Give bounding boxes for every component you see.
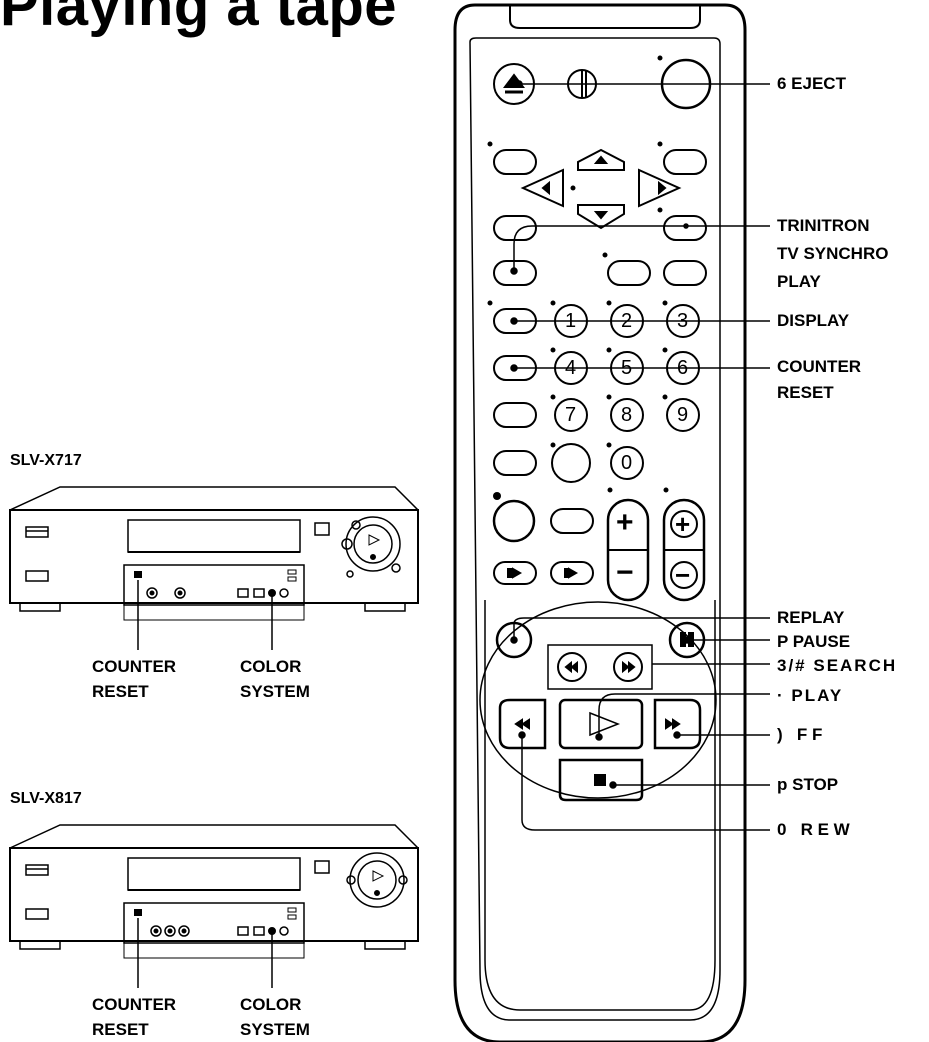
search-label: 3/# SEARCH — [777, 656, 898, 675]
vcr-slv-x717 — [9, 486, 419, 650]
page-title: Playing a tape — [0, 0, 398, 38]
key-1-label: 1 — [565, 310, 577, 332]
search-buttons[interactable] — [547, 644, 653, 690]
model-name-2: SLV-X817 — [10, 790, 82, 807]
power-button[interactable] — [657, 55, 712, 110]
trinitron-sync-button[interactable] — [493, 260, 537, 286]
cursor-left-button[interactable] — [520, 168, 564, 208]
display-button[interactable] — [487, 300, 537, 334]
eject-label: 6 EJECT — [777, 74, 846, 93]
key-2-label: 2 — [621, 310, 633, 332]
rew-label: 0 R E W — [777, 820, 850, 839]
remote-oval-buttons-row4[interactable] — [602, 252, 707, 286]
channel-minus-label: − — [675, 560, 691, 590]
trinitron-label-line3: PLAY — [777, 272, 821, 291]
vcr1-counter-reset-line1: COUNTER — [92, 657, 177, 676]
volume-minus-label: − — [616, 556, 634, 589]
vcr2-color-system-line2: SYSTEM — [240, 1020, 310, 1039]
volume-rocker[interactable] — [606, 487, 650, 602]
vcr1-color-system-line2: SYSTEM — [240, 682, 310, 701]
play-button[interactable] — [558, 698, 644, 750]
vcr-slv-x817 — [9, 824, 419, 988]
ff-button[interactable] — [653, 698, 702, 750]
vcr2-counter-reset-line2: RESET — [92, 1020, 149, 1039]
leader-lines — [510, 80, 770, 831]
stop-label: p STOP — [777, 775, 839, 794]
trinitron-label-line2: TV SYNCHRO — [777, 244, 889, 263]
record-button[interactable] — [492, 492, 536, 543]
vcr1-color-system-line1: COLOR — [240, 657, 302, 676]
key-7-label: 7 — [565, 404, 577, 426]
key-6-label: 6 — [677, 357, 689, 379]
remote-oval-buttons-row2[interactable] — [487, 141, 707, 175]
key-9-label: 9 — [677, 404, 689, 426]
key-3-label: 3 — [677, 310, 689, 332]
volume-plus-label: + — [616, 506, 634, 539]
remote-control — [453, 3, 747, 1042]
model-name-1: SLV-X717 — [10, 452, 82, 469]
stop-button[interactable] — [558, 758, 644, 802]
remote-oval-buttons-row7[interactable] — [493, 402, 537, 476]
vcr2-color-system-line1: COLOR — [240, 995, 302, 1014]
counter-reset-label-line2: RESET — [777, 383, 834, 402]
play-label: · PLAY — [777, 686, 844, 705]
cursor-down-button[interactable] — [570, 185, 663, 230]
rew-button[interactable] — [498, 698, 547, 750]
cursor-right-button[interactable] — [638, 168, 682, 208]
trinitron-label-line1: TRINITRON — [777, 216, 870, 235]
channel-plus-label: + — [675, 509, 691, 539]
slow-buttons[interactable] — [493, 561, 594, 585]
key-8-label: 8 — [621, 404, 633, 426]
counter-reset-label-line1: COUNTER — [777, 357, 862, 376]
channel-rocker[interactable] — [662, 487, 706, 602]
key-4-label: 4 — [565, 357, 577, 379]
key-0-label: 0 — [621, 452, 633, 474]
ff-label: ) F F — [777, 725, 823, 744]
pause-label: P PAUSE — [777, 632, 851, 651]
key-5-label: 5 — [621, 357, 633, 379]
vcr2-counter-reset-line1: COUNTER — [92, 995, 177, 1014]
replay-label: REPLAY — [777, 608, 845, 627]
remote-oval-button-mid[interactable] — [550, 508, 594, 534]
cursor-up-button[interactable] — [577, 148, 625, 171]
display-label: DISPLAY — [777, 311, 850, 330]
vcr1-counter-reset-line2: RESET — [92, 682, 149, 701]
